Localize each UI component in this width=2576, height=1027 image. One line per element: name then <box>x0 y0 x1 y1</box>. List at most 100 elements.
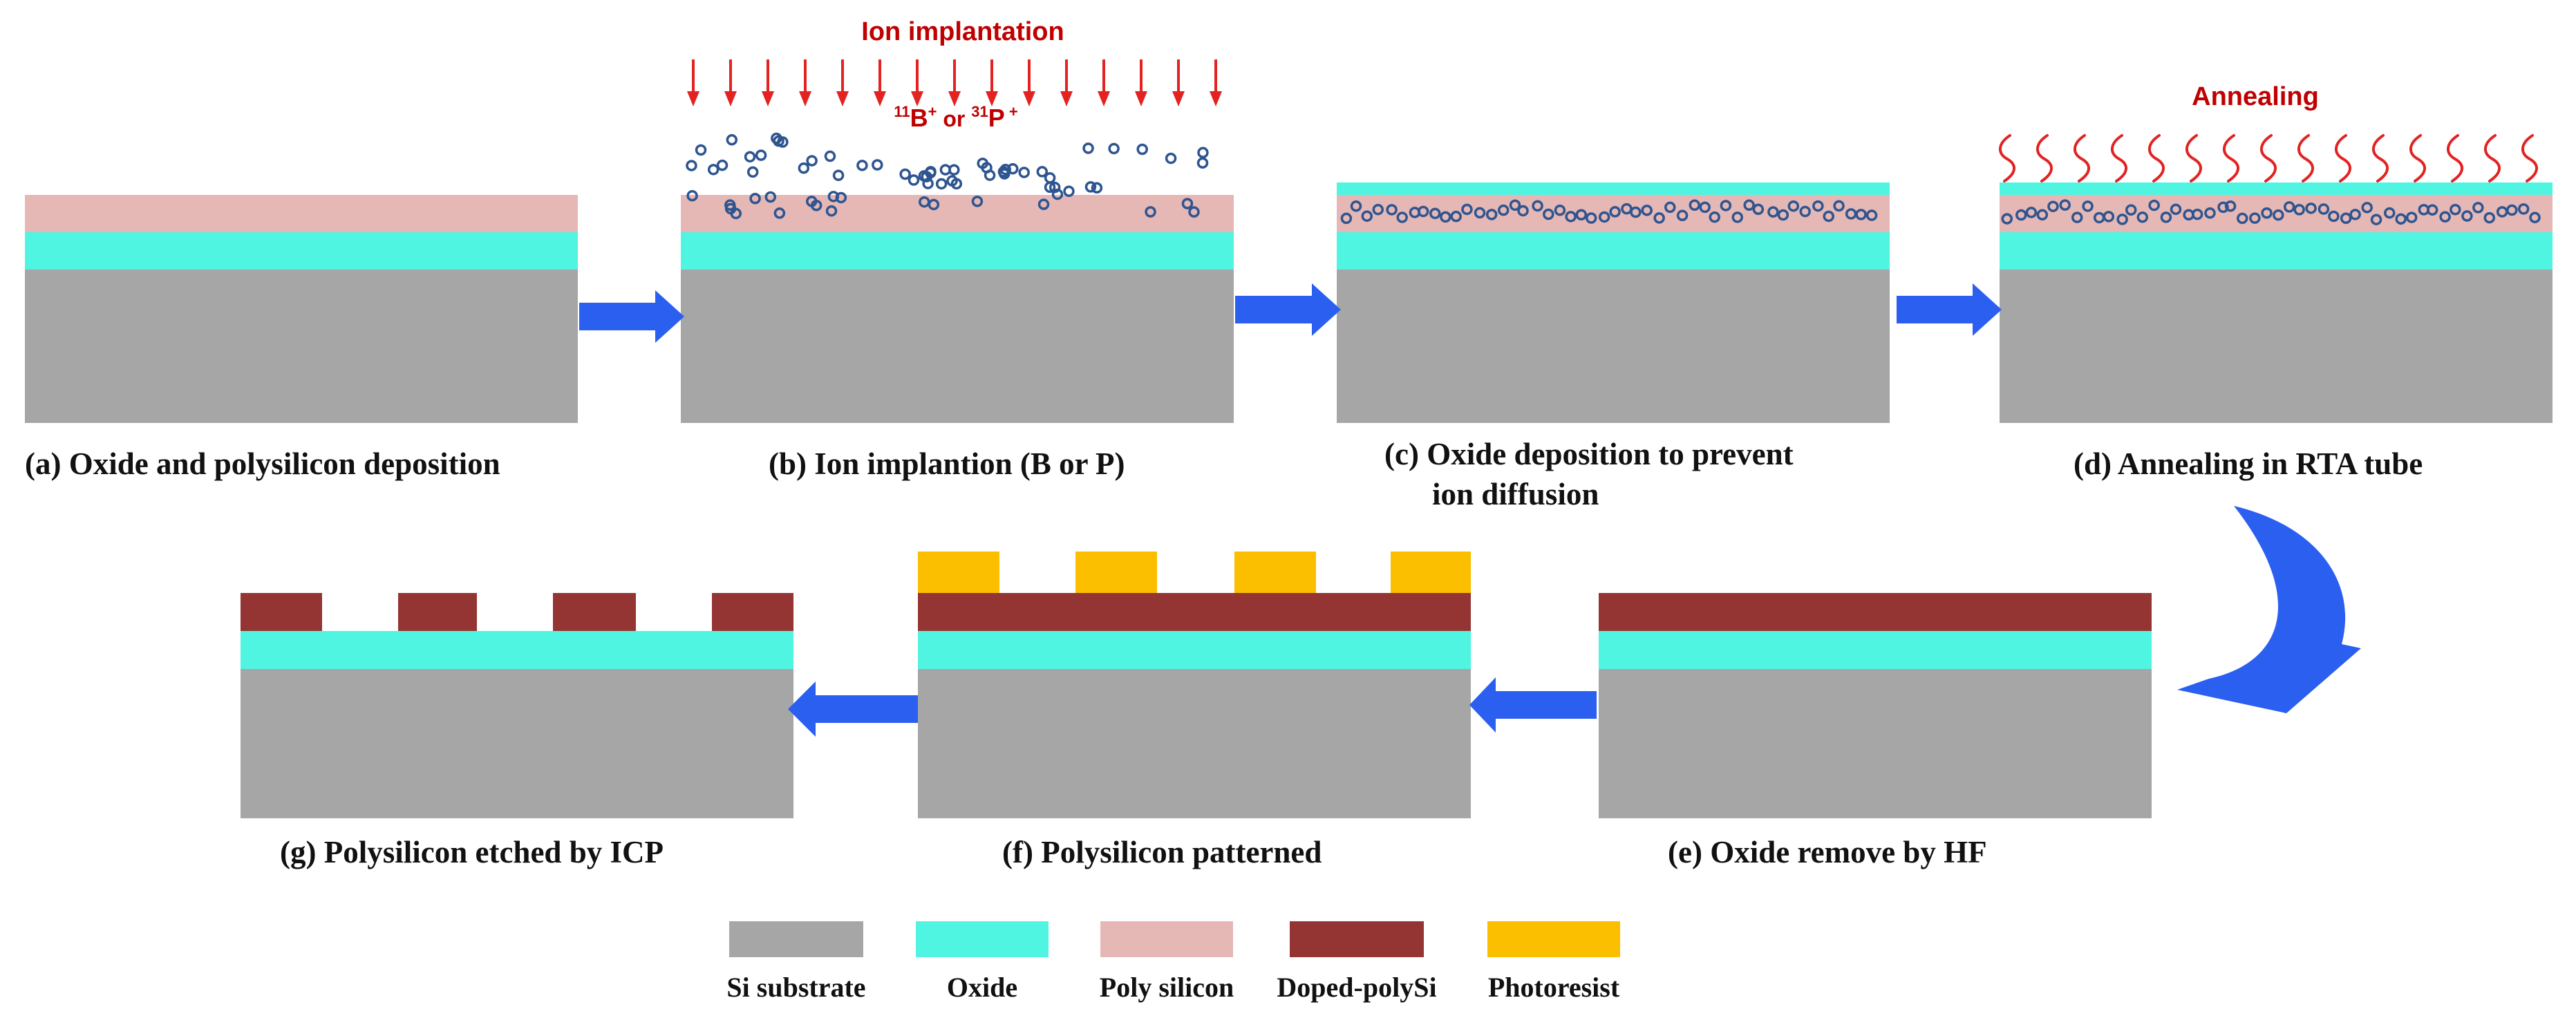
legend-item: Photoresist <box>1487 921 1620 1003</box>
legend-label: Doped-polySi <box>1277 972 1436 1003</box>
ion-dot <box>1653 212 1665 224</box>
ion-species-label: 11B+ or 31P + <box>894 103 1017 132</box>
ion-dot <box>1051 188 1064 200</box>
ion-dot <box>716 159 728 171</box>
dopant-ions <box>1340 199 1878 225</box>
ion-dot <box>2439 211 2451 223</box>
oxide-layer <box>918 631 1471 669</box>
step-d: Annealing (d) Annealing in RTA tube <box>1999 82 2553 481</box>
ion-dot <box>1181 198 1194 209</box>
ion-dot <box>832 169 845 181</box>
photoresist-block <box>1391 552 1471 593</box>
ion-dot <box>1799 205 1811 218</box>
ion-dot <box>2426 204 2438 216</box>
legend-item: Oxide <box>916 921 1049 1003</box>
ion-dot <box>1731 211 1744 223</box>
ion-dot <box>2025 207 2038 218</box>
down-arrowhead-icon <box>687 91 699 106</box>
photoresist-block <box>1234 552 1316 593</box>
ion-dot <box>2283 201 2295 213</box>
legend-label: Poly silicon <box>1100 972 1234 1003</box>
down-arrowhead-icon <box>986 91 998 106</box>
arrow-right-icon <box>1897 283 2002 336</box>
ion-dot <box>2047 200 2059 212</box>
down-arrowhead-icon <box>874 91 886 106</box>
heat-wave-icon <box>2447 134 2463 182</box>
caption-a: (a) Oxide and polysilicon deposition <box>25 446 500 481</box>
ion-dot <box>2136 211 2149 223</box>
ion-dot <box>695 144 707 156</box>
flow-arrows <box>579 283 2361 737</box>
arrow-right-icon <box>579 290 684 343</box>
photoresist-block <box>1075 552 1157 593</box>
ion-dot <box>1196 157 1209 169</box>
ion-dot <box>1340 212 1353 225</box>
legend-item: Doped-polySi <box>1277 921 1437 1003</box>
step-c: (c) Oxide deposition to prevent ion diff… <box>1337 182 1890 511</box>
down-arrowhead-icon <box>911 91 923 106</box>
ion-dot <box>1823 210 1834 223</box>
ion-dot <box>1188 206 1200 218</box>
heat-wave-icon <box>2148 134 2165 182</box>
ion-dot <box>686 160 697 171</box>
down-arrowhead-icon <box>1098 91 1110 106</box>
down-arrowhead-icon <box>1060 91 1073 106</box>
step-a: (a) Oxide and polysilicon deposition <box>25 195 578 481</box>
ion-dot <box>998 168 1010 180</box>
ion-dot <box>856 160 868 171</box>
polysilicon-layer <box>2000 195 2553 232</box>
ion-dot <box>908 174 920 186</box>
ion-dot <box>2450 203 2461 216</box>
dopant-ions <box>2001 199 2541 225</box>
ion-dot <box>2249 212 2261 224</box>
legend-item: Poly silicon <box>1100 921 1234 1003</box>
ion-dot <box>764 191 777 203</box>
boron-symbol: B <box>910 104 928 132</box>
ion-dot <box>1037 198 1050 210</box>
ion-dot <box>1532 200 1543 212</box>
ion-dot <box>1044 172 1056 184</box>
photoresist-block <box>918 552 999 593</box>
heat-wave-icon <box>2372 134 2389 182</box>
legend-swatch <box>1100 921 1233 957</box>
ion-dot <box>806 196 818 207</box>
ion-dot <box>2036 209 2049 221</box>
ion-dot <box>1461 203 1473 216</box>
ion-dot <box>935 178 948 190</box>
ion-dot <box>1018 167 1030 178</box>
legend-swatch <box>1290 921 1424 957</box>
si-substrate <box>1337 270 1890 423</box>
ion-dot <box>773 207 786 219</box>
heat-wave-icon <box>2074 134 2090 182</box>
ion-dot <box>2103 211 2115 223</box>
ion-dot <box>2328 210 2340 223</box>
down-arrowhead-icon <box>762 91 774 106</box>
ion-dot <box>2273 209 2284 221</box>
ion-dot <box>1585 212 1597 224</box>
ion-dot <box>2293 204 2305 216</box>
heat-wave-icon <box>2335 134 2351 182</box>
heat-wave-icon <box>2521 134 2538 182</box>
doped-polysilicon-block <box>241 593 322 631</box>
step-g: (g) Polysilicon etched by ICP <box>241 593 793 869</box>
ion-dot <box>2236 212 2248 225</box>
polysilicon-layer <box>25 195 578 232</box>
heat-wave-icon <box>2036 134 2053 182</box>
ion-dot <box>1777 209 1789 221</box>
curved-arrow-icon <box>2177 506 2361 713</box>
ion-dot <box>2116 214 2128 225</box>
ion-dot <box>2517 203 2530 215</box>
ion-dot <box>1641 205 1653 216</box>
ion-dot <box>824 150 836 162</box>
legend-swatch <box>1487 921 1620 957</box>
ion-dot <box>1136 143 1148 156</box>
ion-dot <box>1485 209 1498 220</box>
arrow-left-icon <box>788 681 918 737</box>
ion-dot <box>1787 200 1800 212</box>
implanted-ions <box>686 132 1209 220</box>
ion-dot <box>1386 204 1398 216</box>
legend-swatch <box>916 921 1049 957</box>
ion-dot <box>1752 203 1765 216</box>
down-arrowhead-icon <box>799 91 811 106</box>
ion-dot <box>1664 201 1676 214</box>
